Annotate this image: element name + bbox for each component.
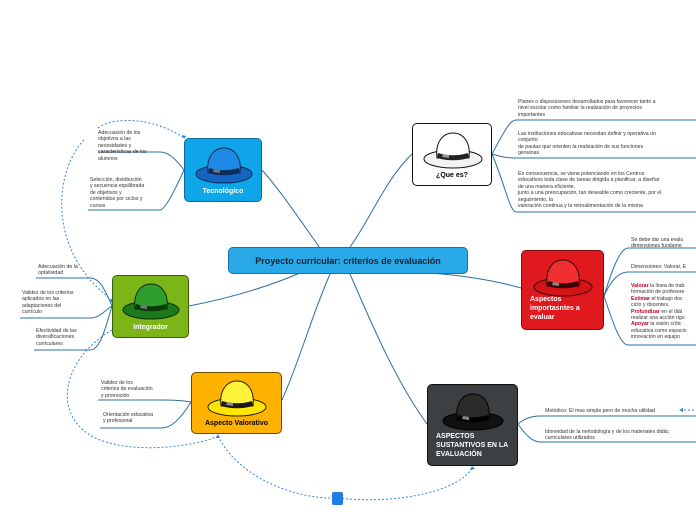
node-aspectos-importantes-label: Aspectos importasntes a evaluar — [530, 296, 580, 321]
central-topic-label: Proyecto curricular: criterios de evalua… — [255, 255, 441, 266]
keyword-apoyar: Apoyar — [631, 321, 649, 328]
node-aspecto-valorativo[interactable]: Aspecto Valorativo — [191, 372, 282, 434]
note-aspectos-importantes-1[interactable]: Se debe dar una evalu dimensiones fundam… — [631, 237, 684, 250]
node-integrador-label: Integrador — [133, 324, 168, 331]
note-aspectos-importantes-2[interactable]: Dimensiones: Valorar, E — [631, 264, 687, 270]
node-aspecto-valorativo-label: Aspecto Valorativo — [204, 420, 269, 427]
green-hat-icon — [122, 283, 180, 320]
node-integrador[interactable]: Integrador — [112, 275, 189, 338]
red-hat-icon — [533, 259, 593, 297]
keyword-profundizar: Profundizar — [631, 308, 660, 315]
black-hat-icon — [442, 393, 504, 431]
node-aspectos-sustantivos[interactable]: ASPECTOS SUSTANTIVOS EN LA EVALUACIÓN — [427, 384, 518, 466]
blue-hat-icon — [195, 147, 253, 184]
note-que-es-3[interactable]: En consecuencia, se viene potenciando en… — [518, 171, 662, 210]
note-que-es-1[interactable]: Planes o disposiciones desarrollados par… — [518, 99, 656, 118]
note-tecnologico-2[interactable]: Selección, distribución y secuencia equi… — [90, 177, 145, 209]
node-tecnologico[interactable]: Tecnológico — [184, 138, 262, 202]
yellow-hat-icon — [207, 380, 267, 417]
node-que-es-label: ¿Que es? — [436, 172, 468, 179]
note-sustantivos-2[interactable]: Idoneidad de la metodología y de los mat… — [545, 429, 670, 442]
node-aspectos-importantes[interactable]: Aspectos importasntes a evaluar — [521, 250, 604, 330]
note-valorativo-1[interactable]: Validez de los criterios de evaluación y… — [101, 380, 153, 399]
keyword-valorar: Valorar — [631, 283, 649, 289]
relation-handle[interactable] — [332, 492, 343, 505]
keyword-estimar: Estimar — [631, 295, 651, 302]
node-que-es[interactable]: ¿Que es? — [412, 123, 492, 186]
note-aspectos-importantes-3[interactable]: Valorar la línea de trab formación de pr… — [631, 283, 687, 341]
central-topic[interactable]: Proyecto curricular: criterios de evalua… — [228, 247, 468, 274]
note-tecnologico-1[interactable]: Adecuación de los objetivos a las necesi… — [98, 130, 147, 162]
node-aspectos-sustantivos-label: ASPECTOS SUSTANTIVOS EN LA EVALUACIÓN — [436, 433, 508, 458]
note-integrador-3[interactable]: Efectividad de las diversificaciones cur… — [36, 328, 77, 347]
note-integrador-1[interactable]: Adecuación de la optatividad — [38, 264, 78, 277]
note-valorativo-2[interactable]: Orientación educativa y profesional — [103, 412, 154, 425]
node-tecnologico-label: Tecnológico — [202, 188, 244, 195]
note-que-es-2[interactable]: Las instituciones educativas necesitan d… — [518, 131, 656, 157]
note-integrador-2[interactable]: Validez de los criterios aplicados en la… — [22, 290, 74, 316]
note-sustantivos-1[interactable]: Metódico: El mas simple pero de mucha ut… — [545, 408, 656, 414]
white-hat-icon — [423, 132, 483, 169]
